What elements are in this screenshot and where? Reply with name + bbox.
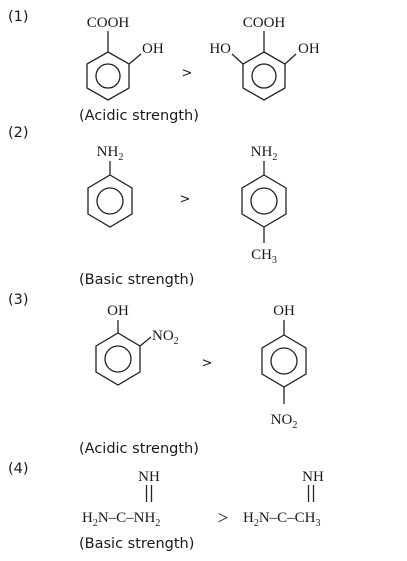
benzene-ring — [261, 334, 307, 388]
no2-label: NO2 — [152, 328, 179, 347]
option-2: (2) NH2 > NH2 CH3 (Basic strength) — [8, 125, 287, 288]
option-1: (1) COOH OH > COOH OH HO (Acidic strengt… — [8, 9, 320, 124]
nh2-label: NH2 — [251, 144, 278, 163]
guanidine-structure: NH H2N–C–NH2 — [82, 469, 160, 529]
bond — [128, 53, 142, 65]
caption: (Basic strength) — [79, 536, 194, 552]
oh-label: OH — [273, 303, 295, 319]
option-number: (1) — [8, 9, 29, 25]
aromatic-circle — [251, 63, 277, 89]
comparator: > — [218, 508, 229, 529]
cooh-label: COOH — [243, 15, 286, 31]
option-number: (4) — [8, 461, 29, 477]
caption: (Acidic strength) — [79, 108, 199, 124]
benzene-ring — [241, 174, 287, 228]
bond — [139, 336, 152, 347]
ch3-label: CH3 — [251, 247, 277, 266]
aromatic-circle — [104, 345, 132, 373]
formula-line: H2N–C–CH3 — [243, 510, 321, 529]
salicylic-acid-structure: COOH OH — [86, 15, 164, 101]
option-3: (3) OH NO2 > OH NO2 (Acidic strength) — [8, 292, 307, 457]
acetamidine-structure: NH H2N–C–CH3 — [243, 469, 324, 529]
option-number: (3) — [8, 292, 29, 308]
oh-label: OH — [107, 303, 129, 319]
oh-label: OH — [298, 41, 320, 57]
o-nitrophenol-structure: OH NO2 — [95, 303, 179, 386]
benzene-ring — [86, 51, 130, 101]
aromatic-circle — [95, 63, 121, 89]
imine-label: NH — [138, 469, 160, 485]
benzene-ring — [87, 174, 133, 228]
benzene-ring — [242, 51, 286, 101]
aniline-structure: NH2 — [87, 144, 133, 228]
p-nitrophenol-structure: OH NO2 — [261, 303, 307, 431]
bond — [231, 53, 244, 65]
formula-line: H2N–C–NH2 — [82, 510, 160, 529]
benzene-ring — [95, 332, 141, 386]
p-toluidine-structure: NH2 CH3 — [241, 144, 287, 266]
ho-label: HO — [209, 41, 231, 57]
caption: (Acidic strength) — [79, 441, 199, 457]
aromatic-circle — [250, 187, 278, 215]
aromatic-circle — [270, 347, 298, 375]
bond — [284, 53, 297, 65]
comparator: > — [182, 66, 193, 81]
imine-label: NH — [302, 469, 324, 485]
oh-label: OH — [142, 41, 164, 57]
option-number: (2) — [8, 125, 29, 141]
comparator: > — [202, 356, 213, 371]
cooh-label: COOH — [87, 15, 130, 31]
nh2-label: NH2 — [97, 144, 124, 163]
caption: (Basic strength) — [79, 272, 194, 288]
comparator: > — [180, 192, 191, 207]
aromatic-circle — [96, 187, 124, 215]
option-4: (4) NH H2N–C–NH2 > NH H2N–C–CH3 (Basic s… — [8, 461, 324, 552]
dihydroxybenzoic-acid-structure: COOH OH HO — [209, 15, 320, 101]
no2-label: NO2 — [271, 412, 298, 431]
